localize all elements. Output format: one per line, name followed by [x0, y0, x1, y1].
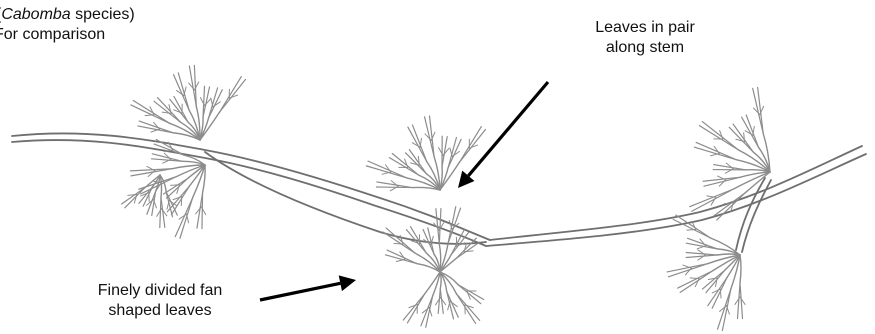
leaf-segment [464, 251, 473, 252]
leaf-segment [685, 268, 691, 275]
leaf-segment [702, 122, 738, 150]
leaf-segment [160, 197, 161, 227]
leaf-segment [744, 133, 745, 142]
leaf-segment [174, 75, 190, 111]
leaf-segment [125, 188, 145, 208]
label-leaves-in-pair: Leaves in pair along stem [560, 18, 730, 58]
leaf-segment [460, 127, 482, 163]
leaf-segment [754, 108, 760, 114]
leaf-segment [694, 147, 736, 160]
leaf-fan-left-under [122, 175, 178, 228]
leaf-segment [724, 203, 733, 204]
arrow-fan-shaped-leaves [260, 275, 356, 300]
leaf-segment [425, 134, 431, 140]
leaf-segment [457, 294, 476, 324]
leaf-segment [171, 185, 180, 186]
leaf-segment [686, 243, 717, 249]
leaf-segment [148, 171, 155, 177]
leaf-segment [687, 229, 696, 230]
leaf-segment [457, 294, 480, 320]
leaf-fan-left-lower [130, 140, 205, 239]
caption-comparison: For comparison [0, 25, 105, 45]
leaf-segment [403, 294, 425, 320]
leaf-segment [418, 156, 419, 165]
stem-line [12, 133, 490, 240]
leaf-segment [391, 181, 398, 187]
leaf-segment [458, 285, 484, 300]
leaf-segment [154, 101, 181, 122]
leaf-segment [708, 278, 717, 280]
label-fan-shaped-leaves: Finely divided fan shaped leaves [60, 281, 260, 321]
leaf-segment [716, 278, 718, 287]
leaf-segment [173, 197, 181, 200]
leaf-segment [740, 255, 741, 283]
leaf-segment [720, 131, 723, 139]
leaf-segment [690, 278, 699, 279]
leaf-segment [443, 149, 449, 156]
leaf-segment [465, 305, 474, 308]
label-fan-line-1: Finely divided fan [60, 281, 260, 301]
leaf-segment [717, 254, 740, 255]
leaf-segment [736, 139, 745, 141]
leaf-fan-center-bottom-down [403, 272, 483, 327]
leaf-segment [162, 112, 171, 113]
arrow-shaft [260, 283, 340, 300]
arrow-head [339, 275, 356, 291]
label-fan-line-2: shaped leaves [60, 301, 260, 321]
leaf-fan-right-upper [690, 88, 770, 220]
leaf-segment [411, 163, 420, 165]
stem-line [486, 154, 866, 246]
leaf-segment [167, 178, 188, 198]
leaf-segment [154, 122, 160, 129]
caption-species: (Cabomba species) [0, 5, 135, 25]
leaf-segment [220, 77, 242, 113]
label-leaves-in-pair-line-1: Leaves in pair [560, 18, 730, 38]
leaf-segment [128, 194, 137, 195]
leaf-segment [196, 207, 202, 214]
leaf-segment [758, 88, 764, 134]
leaf-segment [407, 294, 424, 323]
leaf-segment [177, 185, 180, 194]
leaf-segment [178, 73, 189, 111]
leaf-segment [368, 161, 407, 178]
leaf-segment [726, 163, 733, 169]
leaf-segment [440, 162, 460, 190]
arrow-leaves-in-pair [458, 82, 548, 188]
leaf-segment [460, 129, 486, 162]
leaf-segment [746, 115, 758, 147]
leaf-segment [433, 272, 440, 296]
leaf-segment [134, 194, 136, 203]
stem-line [12, 140, 486, 246]
leaf-segment [169, 105, 171, 114]
leaf-segment [189, 83, 195, 90]
leaf-segment [456, 238, 476, 258]
leaf-segment [680, 271, 713, 293]
leaf-segment [205, 99, 211, 106]
leaf-segment [408, 127, 427, 161]
callout-arrows [260, 82, 548, 300]
leaf-segment [156, 140, 183, 155]
leaf-segment [720, 306, 727, 312]
leaf-fan-right-lower [667, 215, 745, 330]
label-leaves-in-pair-line-2: along stem [560, 38, 730, 58]
leaf-segment [439, 209, 441, 245]
caption-genus: Cabomba [1, 6, 70, 23]
caption-species-suffix: species) [71, 6, 135, 23]
leaf-segment [720, 289, 721, 298]
leaf-segment [220, 79, 246, 112]
leaf-segment [719, 180, 725, 186]
leaf-segment [164, 153, 171, 159]
leaf-fan-top-left [131, 65, 246, 140]
